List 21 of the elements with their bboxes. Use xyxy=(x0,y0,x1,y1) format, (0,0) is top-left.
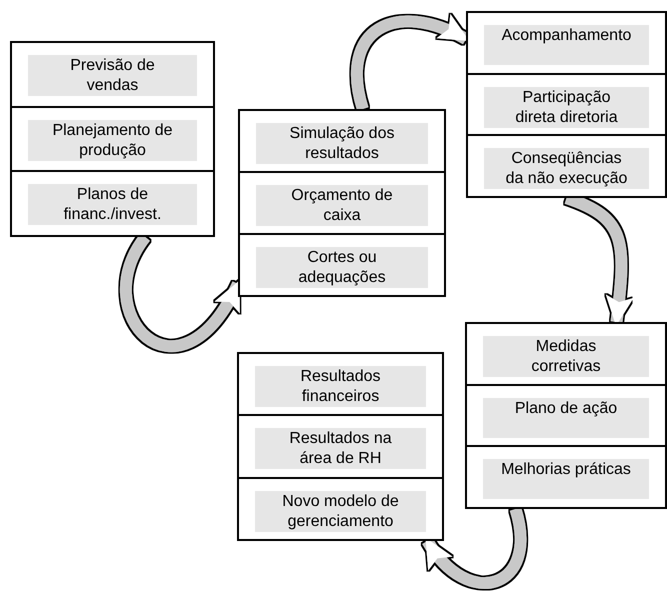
curved-arrow xyxy=(422,508,526,589)
cell-label: Previsão de vendas xyxy=(28,55,197,96)
cell-label: Planejamento de produção xyxy=(28,120,197,161)
stacked-box xyxy=(238,109,446,297)
cell-label: Melhorias práticas xyxy=(483,459,649,500)
stacked-box xyxy=(237,352,444,541)
cell-label: Planos de financ./invest. xyxy=(28,184,197,226)
cell-label: Novo modelo de gerenciamento xyxy=(255,490,426,532)
stacked-box xyxy=(465,322,667,509)
stacked-box xyxy=(466,11,667,198)
cell-label: Medidas corretivas xyxy=(483,336,649,377)
cell-label: Acompanhamento xyxy=(484,25,649,65)
cell-label: Simulação dos resultados xyxy=(256,123,428,164)
cell-label: Conseqüências da não execução xyxy=(484,148,649,190)
cell-label: Orçamento de caixa xyxy=(256,185,428,226)
cell-label: Resultados financeiros xyxy=(255,366,426,407)
cell-label: Cortes ou adequações xyxy=(256,247,428,288)
cell-label: Plano de ação xyxy=(483,398,649,438)
stacked-box xyxy=(10,41,215,237)
cell-label: Participação direta diretoria xyxy=(484,86,649,128)
cell-label: Resultados na área de RH xyxy=(255,428,426,470)
